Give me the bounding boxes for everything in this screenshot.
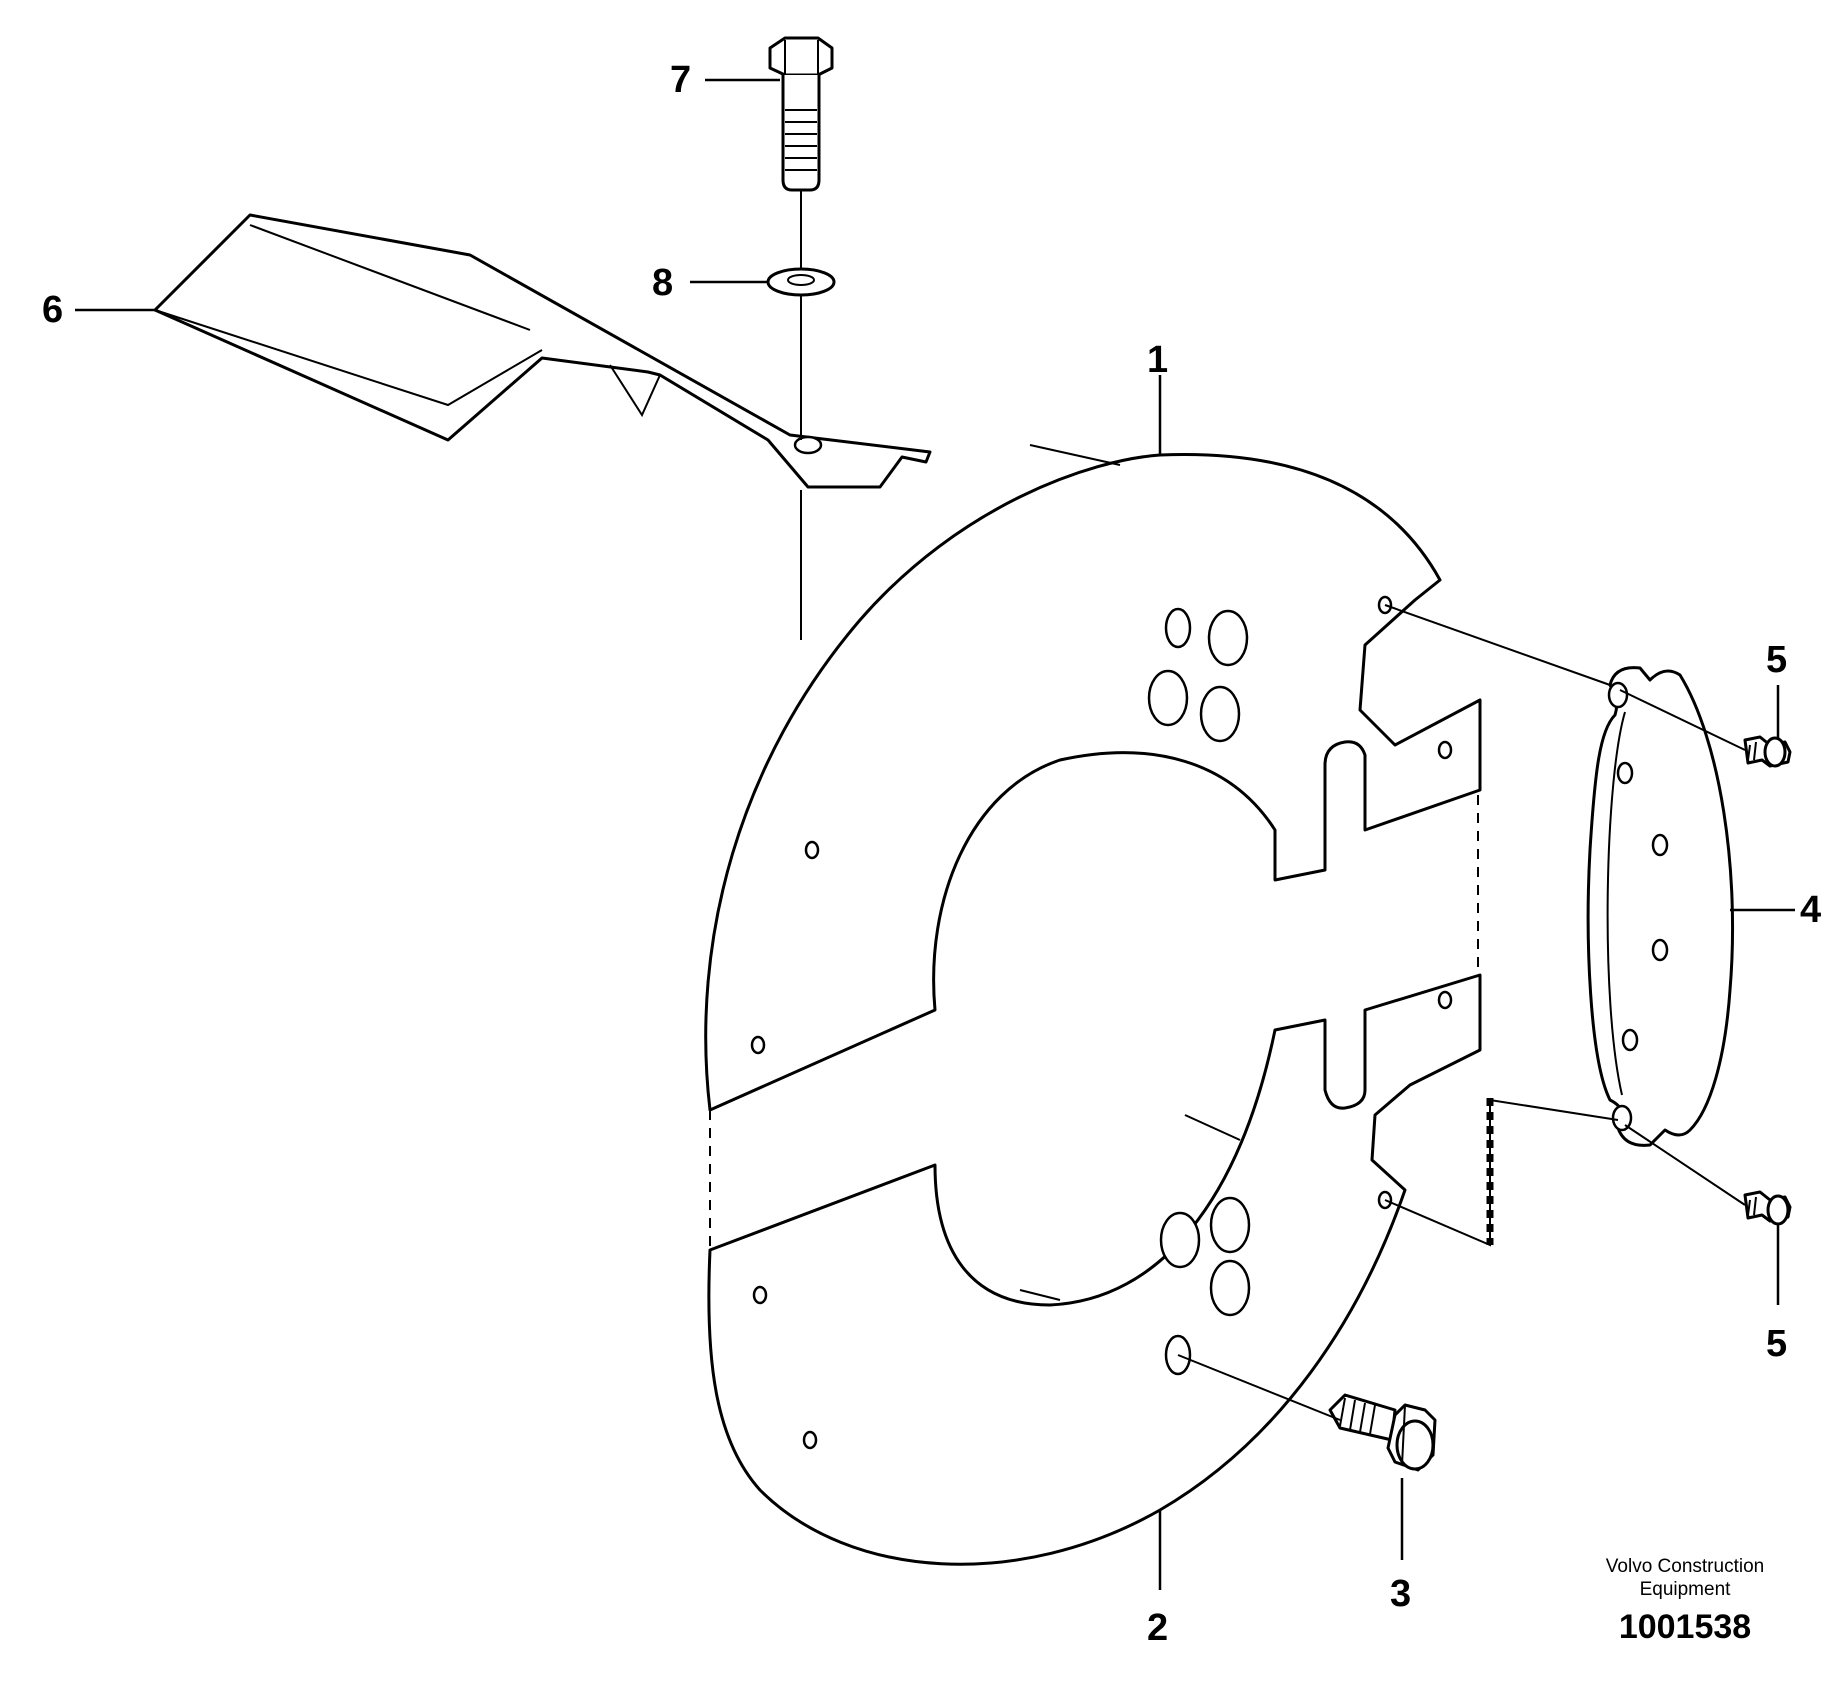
drawing-number: 1001538: [1618, 1608, 1752, 1646]
flange-bolt-part-5-lower: [1743, 1190, 1792, 1226]
callout-4: 4: [1800, 889, 1821, 931]
company-name-line1: Volvo Construction: [1605, 1556, 1765, 1577]
alignment-line-bolt-3: [1177, 1354, 1341, 1421]
callout-3: 3: [1390, 1573, 1411, 1615]
callout-1: 1: [1147, 339, 1168, 381]
alignment-line-upper: [1384, 604, 1746, 751]
cover-plate-part-6: [153, 213, 932, 489]
callout-7: 7: [670, 59, 691, 101]
callout-8: 8: [652, 262, 673, 304]
flange-bolt-part-5-upper: [1743, 735, 1792, 768]
callout-5-lower: 5: [1766, 1323, 1787, 1365]
company-caption: Volvo Construction Equipment: [1560, 1555, 1810, 1601]
callout-2: 2: [1147, 1607, 1168, 1649]
callout-5-upper: 5: [1766, 639, 1787, 681]
hex-bolt-part-7: [768, 36, 834, 192]
disc-upper-half-part-1: [704, 444, 1482, 1112]
company-name-line2: Equipment: [1639, 1579, 1731, 1600]
disc-lower-half-part-2: [707, 973, 1482, 1566]
washer-part-8: [766, 267, 836, 297]
segment-plate-part-4: [1586, 666, 1735, 1147]
callout-6: 6: [42, 289, 63, 331]
flange-bolt-part-3: [1328, 1393, 1437, 1472]
